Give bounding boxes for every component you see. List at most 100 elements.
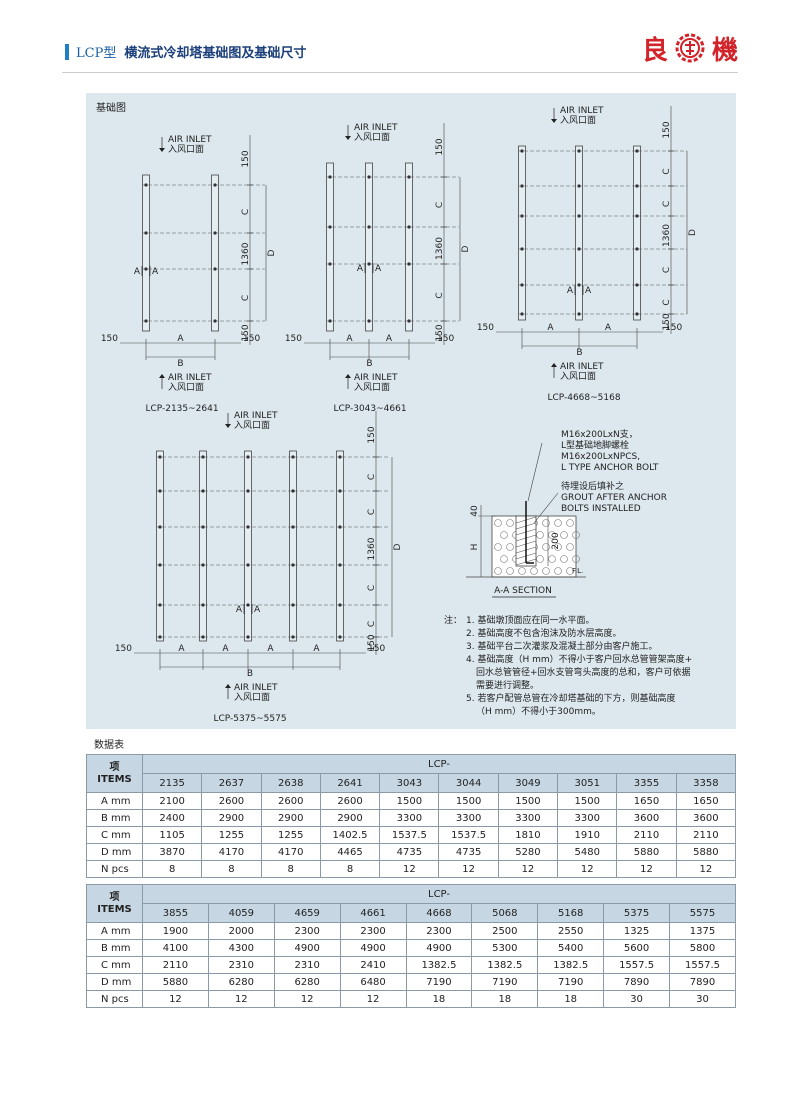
model-header-cell: 4668 bbox=[405, 903, 473, 923]
table-cell: 1810 bbox=[497, 826, 559, 844]
drawing-label: A bbox=[386, 334, 393, 344]
air-inlet-arrow-icon bbox=[225, 684, 231, 688]
model-header-cell: 4059 bbox=[207, 903, 275, 923]
note-line: 4. 基础高度（H mm）不得小于客户回水总管管架高度+ bbox=[466, 653, 692, 665]
drawing-label: A bbox=[605, 323, 612, 333]
anchor-bolt bbox=[635, 247, 639, 251]
concrete-pattern bbox=[518, 567, 526, 575]
anchor-bolt bbox=[144, 183, 148, 187]
table-cell: 2110 bbox=[142, 956, 209, 974]
table-cell: 3600 bbox=[675, 809, 737, 827]
drawing-label: D bbox=[688, 229, 698, 236]
table-cell: 2110 bbox=[616, 826, 677, 844]
concrete-pattern bbox=[554, 519, 562, 527]
row-label: D mm bbox=[86, 843, 143, 861]
air-inlet-arrow-icon bbox=[551, 119, 557, 123]
items-header-cn: 项 bbox=[109, 761, 120, 773]
drawing-label: A bbox=[547, 323, 554, 333]
items-header-en: ITEMS bbox=[97, 773, 132, 785]
table-cell: 2500 bbox=[471, 922, 539, 940]
table-cell: 1900 bbox=[142, 922, 209, 940]
drawing-label: 150 bbox=[435, 324, 445, 341]
anchor-bolt bbox=[577, 312, 581, 316]
table-cell: 2900 bbox=[201, 809, 262, 827]
air-inlet-arrow-icon bbox=[345, 136, 351, 140]
foundation-beam bbox=[633, 145, 641, 321]
foundation-beam bbox=[156, 450, 164, 642]
table-cell: 6280 bbox=[273, 973, 341, 991]
drawing-line bbox=[533, 492, 559, 524]
table-cell: 1375 bbox=[669, 922, 736, 940]
table-cell: 12 bbox=[379, 860, 440, 878]
note-line: （H mm）不得小于300mm。 bbox=[476, 705, 601, 717]
table-cell: 5880 bbox=[675, 843, 737, 861]
table-cell: 5280 bbox=[497, 843, 559, 861]
table-cell: 3600 bbox=[616, 809, 677, 827]
anchor-bolt bbox=[520, 214, 524, 218]
model-header-cell: 3049 bbox=[497, 773, 559, 793]
drawing-label: A bbox=[178, 644, 185, 654]
layout-name: LCP-2135~2641 bbox=[145, 404, 218, 414]
drawing-label: 150 bbox=[437, 334, 454, 344]
drawing-label: B bbox=[576, 348, 582, 358]
drawing-label: 150 bbox=[241, 150, 251, 167]
drawing-label: 150 bbox=[243, 334, 260, 344]
table-cell: 1382.5 bbox=[537, 956, 605, 974]
drawing-label: D bbox=[461, 245, 471, 252]
table-cell: 2410 bbox=[339, 956, 407, 974]
drawing-label: 1360 bbox=[241, 242, 251, 265]
table-cell: 1500 bbox=[557, 792, 618, 810]
section-mark: A bbox=[375, 264, 382, 274]
anchor-bolt bbox=[367, 319, 371, 323]
model-header-cell: 2641 bbox=[319, 773, 381, 793]
table-cell: 8 bbox=[319, 860, 381, 878]
concrete-pattern bbox=[548, 531, 556, 539]
anchor-bolt bbox=[577, 214, 581, 218]
table-cell: 5300 bbox=[471, 939, 539, 957]
row-label: B mm bbox=[86, 809, 143, 827]
table-cell: 3300 bbox=[497, 809, 559, 827]
drawing-label: A bbox=[177, 334, 184, 344]
drawing-label: 150 bbox=[435, 138, 445, 155]
concrete-pattern bbox=[500, 555, 508, 563]
section-mark: A bbox=[236, 605, 243, 615]
anchor-bolt bbox=[328, 262, 332, 266]
anchor-bolt bbox=[407, 319, 411, 323]
drawing-line bbox=[527, 442, 543, 502]
drawing-label: C bbox=[241, 295, 251, 301]
foundation-beam bbox=[575, 145, 583, 321]
table-cell: 12 bbox=[557, 860, 618, 878]
anchor-bolt bbox=[328, 175, 332, 179]
table-cell: 7890 bbox=[603, 973, 670, 991]
concrete-pattern bbox=[494, 519, 502, 527]
table-cell: 1255 bbox=[201, 826, 262, 844]
anchor-bolt bbox=[158, 525, 162, 529]
table-cell: 1557.5 bbox=[669, 956, 736, 974]
section-mark: A bbox=[357, 264, 364, 274]
model-header-cell: 3051 bbox=[557, 773, 618, 793]
drawing-label: D bbox=[393, 543, 403, 550]
row-label: C mm bbox=[86, 826, 143, 844]
table-cell: 2100 bbox=[141, 792, 203, 810]
anchor-bolt bbox=[520, 149, 524, 153]
table-cell: 12 bbox=[273, 990, 341, 1008]
anchor-bolt bbox=[201, 635, 205, 639]
lcp-header: LCP- bbox=[142, 884, 736, 904]
anchor-bolt bbox=[158, 563, 162, 567]
drawing-label: F.L. bbox=[572, 567, 583, 575]
row-label: B mm bbox=[86, 939, 143, 957]
table-cell: 1910 bbox=[557, 826, 618, 844]
drawing-label: BOLTS INSTALLED bbox=[561, 504, 641, 514]
table-cell: 1557.5 bbox=[603, 956, 670, 974]
drawing-label: C bbox=[367, 621, 377, 627]
model-header-cell: 2637 bbox=[201, 773, 262, 793]
drawing-label: 1360 bbox=[662, 224, 672, 247]
